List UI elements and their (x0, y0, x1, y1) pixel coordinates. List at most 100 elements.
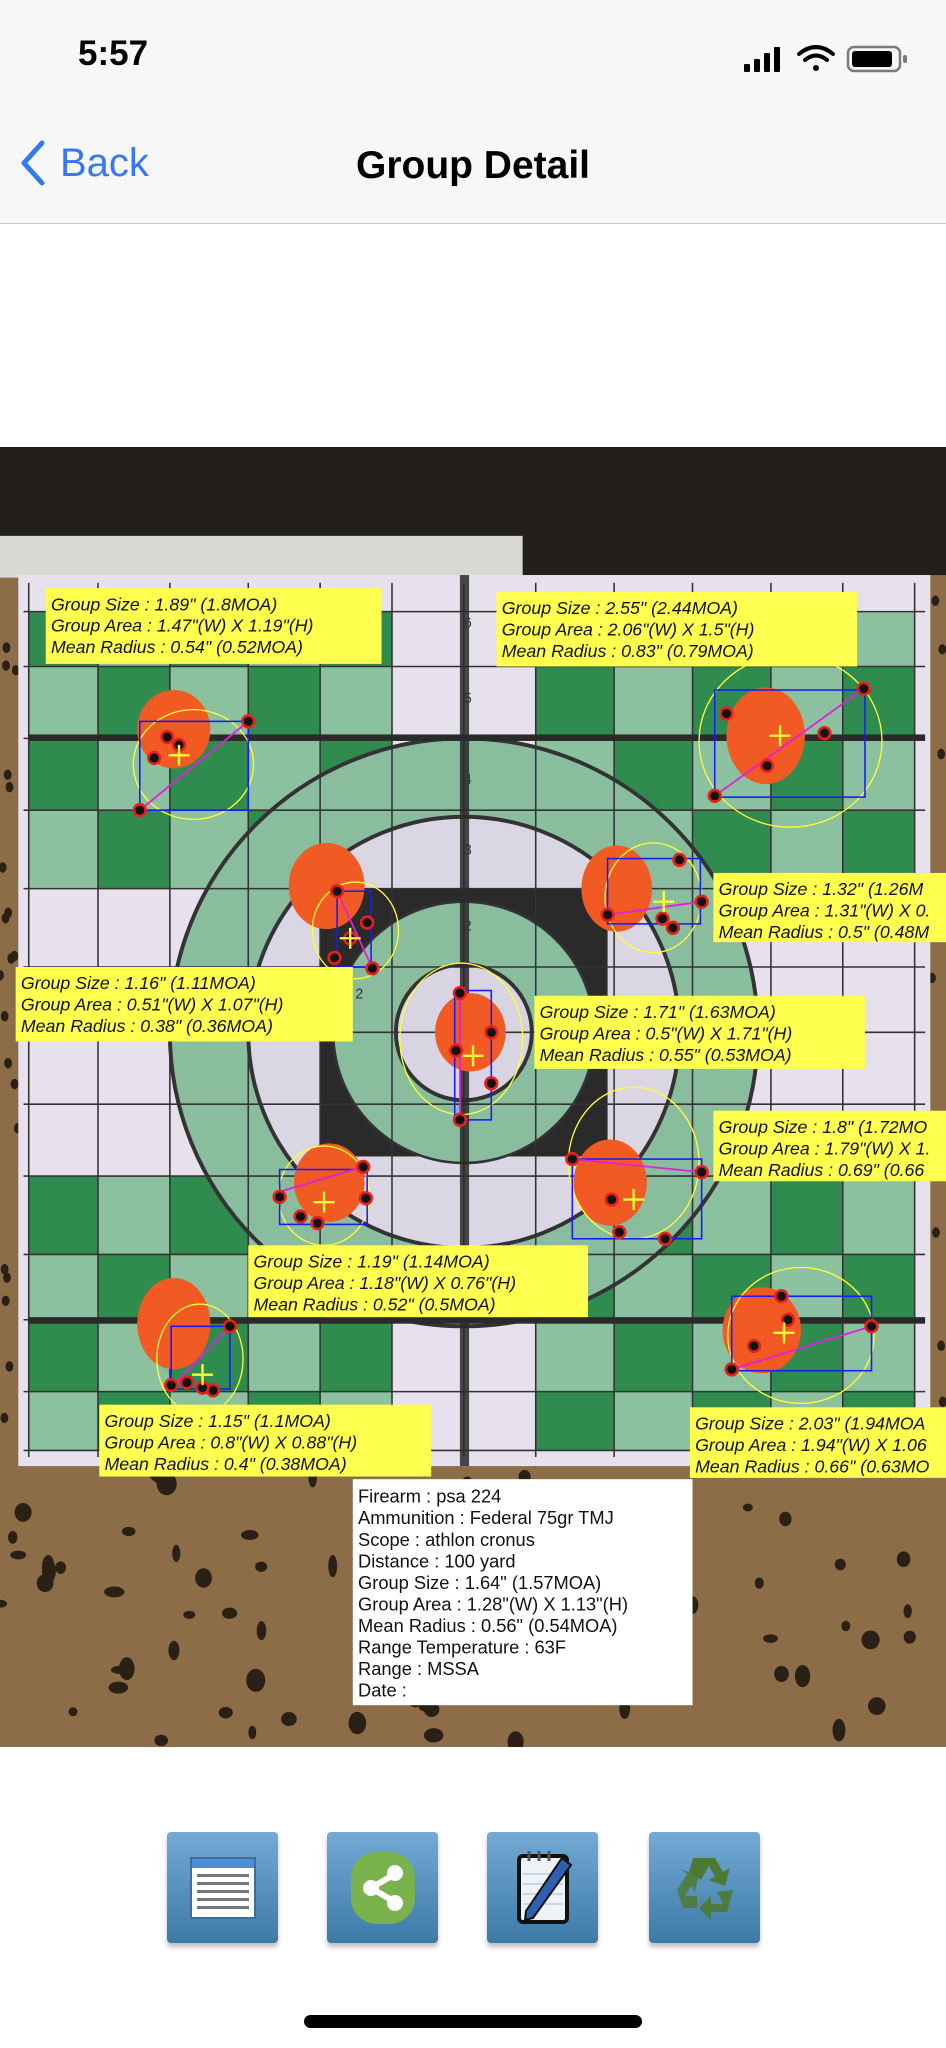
shot-marker[interactable] (856, 681, 871, 696)
bullet-hole (774, 1665, 789, 1682)
group-center-plus-icon (313, 1191, 335, 1213)
group-bounding-box (336, 890, 372, 968)
bullet-hole (763, 1634, 778, 1643)
shot-marker[interactable] (864, 1319, 879, 1334)
shot-marker[interactable] (179, 1375, 195, 1390)
bullet-hole (931, 595, 940, 606)
notes-button[interactable] (487, 1832, 598, 1943)
shot-marker[interactable] (746, 1338, 762, 1354)
group-stat-line: Group Size : 2.55" (2.44MOA) (502, 598, 738, 618)
shot-marker[interactable] (655, 911, 670, 926)
shot-marker[interactable] (672, 852, 687, 868)
shot-group-6[interactable] (565, 1086, 709, 1246)
group-center-plus-icon (168, 744, 190, 766)
bullet-hole (832, 1718, 846, 1742)
shot-marker[interactable] (694, 894, 709, 909)
shot-marker[interactable] (310, 1215, 325, 1231)
table-view-button[interactable] (167, 1832, 278, 1943)
aim-point (137, 1277, 211, 1370)
shot-marker[interactable] (600, 907, 615, 922)
bullet-hole (121, 1526, 136, 1537)
home-indicator[interactable] (304, 2015, 642, 2028)
group-stats-label: Group Size : 1.89" (1.8MOA)Group Area : … (45, 588, 382, 664)
bullet-hole (937, 1340, 946, 1351)
shot-marker[interactable] (356, 1159, 371, 1175)
group-stat-line: Group Size : 1.89" (1.8MOA) (51, 594, 277, 614)
shot-marker[interactable] (358, 1191, 374, 1206)
delete-button[interactable] (649, 1832, 760, 1943)
bullet-hole (172, 1544, 181, 1563)
group-stat-line: Mean Radius : 0.69" (0.66 (719, 1160, 925, 1180)
shot-marker[interactable] (484, 1076, 499, 1091)
shot-marker[interactable] (448, 1043, 464, 1058)
summary-line: Group Size : 1.64" (1.57MOA) (358, 1572, 601, 1593)
shot-marker[interactable] (657, 1231, 673, 1246)
bullet-hole (328, 1554, 338, 1578)
bullet-hole (896, 1551, 911, 1567)
shot-marker[interactable] (146, 750, 162, 766)
summary-line: Date : (358, 1680, 407, 1701)
ring-number: 6 (464, 615, 472, 631)
shot-marker[interactable] (565, 1151, 580, 1167)
shot-marker[interactable] (719, 706, 734, 721)
shot-marker[interactable] (759, 758, 775, 773)
bullet-hole (241, 1530, 259, 1540)
group-stat-line: Group Area : 1.31"(W) X 0. (719, 901, 931, 921)
back-button[interactable]: Back (20, 140, 149, 186)
status-icons (744, 44, 914, 79)
group-spread-line (572, 1158, 702, 1174)
group-stats-label: Group Size : 1.19" (1.14MOA)Group Area :… (248, 1245, 588, 1318)
bullet-hole (0, 970, 4, 981)
shot-marker[interactable] (452, 985, 468, 1001)
group-stat-line: Group Area : 0.8"(W) X 0.88"(H) (105, 1432, 358, 1452)
bullet-hole (779, 1511, 792, 1527)
shot-marker[interactable] (452, 1112, 468, 1128)
bullet-hole (154, 1734, 169, 1747)
group-stats-label: Group Size : 2.55" (2.44MOA)Group Area :… (496, 592, 858, 667)
shot-marker[interactable] (132, 803, 147, 818)
shot-marker[interactable] (359, 915, 375, 930)
shot-marker[interactable] (365, 961, 380, 976)
shot-marker[interactable] (817, 725, 832, 741)
shot-group-2[interactable] (698, 654, 883, 828)
shot-marker[interactable] (329, 884, 345, 899)
group-stat-line: Mean Radius : 0.4" (0.38MOA) (105, 1454, 347, 1474)
bullet-hole (195, 1568, 212, 1588)
shot-marker[interactable] (327, 950, 342, 966)
shot-group-8[interactable] (137, 1277, 244, 1415)
shot-marker[interactable] (484, 1025, 499, 1040)
group-stats-label: Group Size : 1.15" (1.1MOA)Group Area : … (99, 1404, 432, 1477)
shot-marker[interactable] (665, 920, 681, 935)
group-spread-line (336, 890, 374, 969)
bullet-hole (423, 1728, 444, 1743)
shot-marker[interactable] (612, 1225, 627, 1240)
shot-group-3[interactable] (288, 842, 400, 980)
bullet-hole (55, 1561, 67, 1574)
share-button[interactable] (327, 1832, 438, 1943)
shot-marker[interactable] (724, 1362, 739, 1377)
shot-marker[interactable] (160, 729, 175, 745)
group-stat-line: Mean Radius : 0.54" (0.52MOA) (51, 637, 303, 657)
shot-marker[interactable] (222, 1319, 238, 1334)
bullet-hole (0, 1599, 8, 1608)
shot-marker[interactable] (707, 788, 722, 804)
shot-marker[interactable] (774, 1289, 789, 1304)
shot-group-7[interactable] (272, 1143, 374, 1246)
group-stat-line: Mean Radius : 0.5" (0.48M (719, 922, 930, 942)
shot-marker[interactable] (293, 1209, 308, 1224)
shot-group-1[interactable] (132, 690, 256, 821)
shot-marker[interactable] (272, 1189, 287, 1205)
shot-marker[interactable] (604, 1192, 619, 1207)
ring-number: 2 (464, 918, 472, 934)
shot-marker[interactable] (694, 1164, 709, 1180)
shot-group-5[interactable] (399, 962, 524, 1128)
shot-marker[interactable] (241, 714, 256, 729)
group-stat-line: Group Size : 1.71" (1.63MOA) (540, 1002, 776, 1022)
shot-marker[interactable] (163, 1377, 179, 1393)
shot-group-9[interactable] (722, 1266, 879, 1405)
shot-group-4[interactable] (581, 842, 709, 954)
